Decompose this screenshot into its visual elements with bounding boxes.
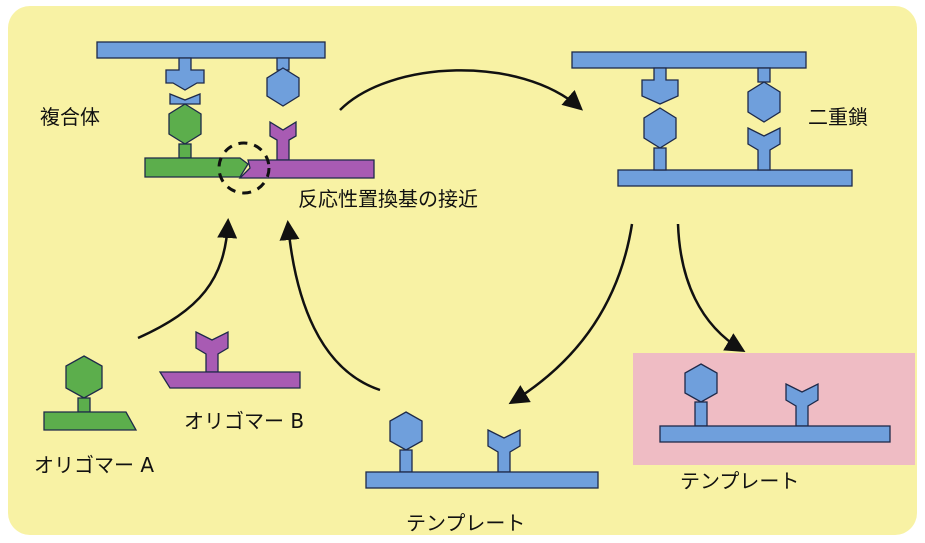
complex-structure — [96, 41, 375, 179]
reactive-site-dashed-circle — [217, 141, 271, 195]
approach-label: 反応性置換基の接近 — [298, 187, 478, 211]
template-center-receptor — [487, 428, 521, 473]
oligomer-a-stem — [77, 397, 91, 413]
duplex-bottom-backbone — [617, 169, 853, 187]
complex-purple-receptor — [269, 120, 297, 161]
template-center-backbone — [365, 471, 599, 489]
complex-blue-hexagon-right — [266, 67, 300, 107]
duplex-notch-left — [641, 67, 679, 105]
duplex-label: 二重鎖 — [808, 105, 868, 129]
arrow-duplex-to-template-center — [508, 223, 634, 405]
duplex-stem-right — [757, 67, 771, 83]
arrow-template-to-complex — [279, 220, 381, 392]
released-template-highlight — [633, 353, 915, 465]
oligomer-b-label: オリゴマー B — [184, 409, 304, 433]
duplex-stem-left — [653, 147, 667, 171]
template-center-hexagon — [389, 411, 423, 451]
oligomer-a-hexagon — [65, 355, 103, 399]
oligomer-b-receptor — [195, 330, 229, 373]
duplex-top-backbone — [571, 51, 807, 69]
oligomer-b — [158, 330, 301, 389]
duplex-structure — [571, 51, 853, 187]
template-center — [365, 411, 599, 489]
template-right-hexagon — [684, 363, 718, 403]
template-right-label: テンプレート — [680, 469, 799, 493]
arrow-duplex-to-template-right — [676, 223, 746, 353]
template-right-backbone — [659, 425, 891, 443]
template-right — [659, 363, 891, 443]
complex-blue-notch-left — [165, 57, 205, 91]
template-center-stem-left — [399, 449, 413, 473]
template-center-label: テンプレート — [406, 511, 525, 535]
complex-label: 複合体 — [40, 105, 100, 129]
arrow-oligomers-to-complex — [137, 218, 238, 340]
oligomer-a-backbone — [43, 411, 138, 431]
complex-blue-stem-right — [276, 57, 290, 71]
oligomer-a-label: オリゴマー A — [34, 453, 154, 477]
arrow-complex-to-duplex — [339, 69, 584, 111]
oligomer-a — [43, 355, 138, 431]
complex-green-backbone — [144, 157, 249, 178]
complex-template-backbone — [96, 41, 326, 59]
complex-blue-wedge-left — [169, 93, 201, 105]
template-right-stem-left — [694, 401, 708, 427]
complex-purple-backbone — [238, 159, 375, 179]
arrows — [137, 69, 746, 405]
oligomer-b-backbone — [158, 371, 301, 389]
template-right-receptor — [785, 382, 819, 427]
duplex-receptor-right — [747, 126, 781, 171]
duplex-hexagon-right — [747, 81, 781, 123]
complex-green-stem — [178, 143, 192, 159]
